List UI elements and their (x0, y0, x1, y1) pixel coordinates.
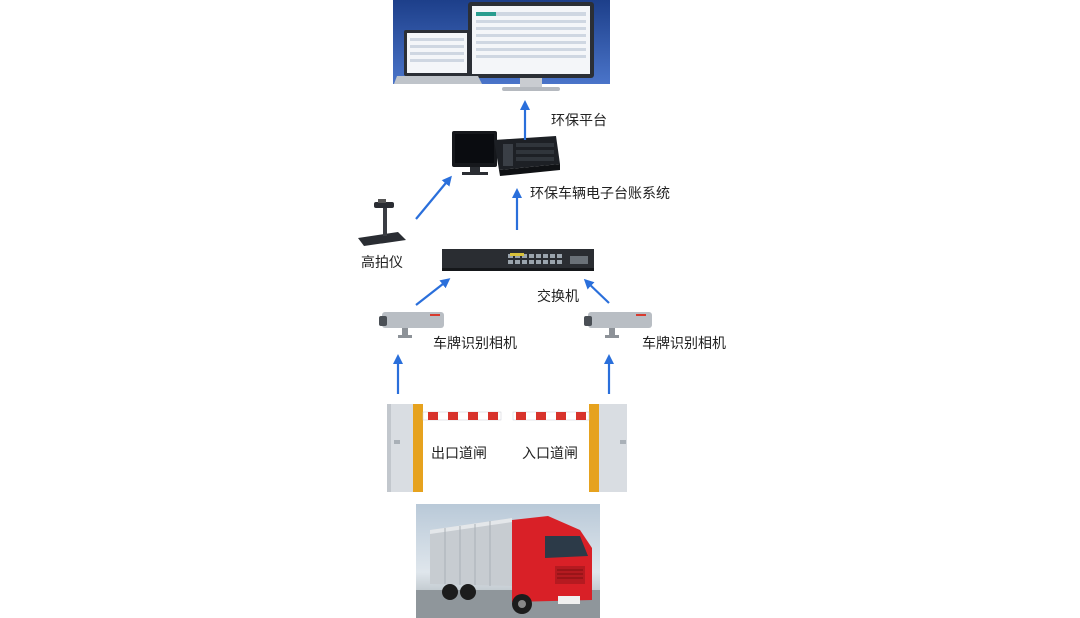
arrow-doccam-to-workstation (415, 175, 452, 220)
arrow-left-camera-to-switch (415, 278, 451, 306)
label-platform: 环保平台 (551, 113, 607, 129)
desktop-laptop-dashboard-icon (393, 0, 610, 91)
label-switch: 交换机 (537, 289, 579, 305)
label-ledger-system: 环保车辆电子台账系统 (530, 186, 670, 202)
label-plate-camera-right: 车牌识别相机 (642, 336, 726, 352)
document-camera-icon (358, 199, 406, 246)
arrow-right-camera-to-switch (583, 278, 610, 304)
truck-photo-icon (416, 504, 600, 618)
label-plate-camera-left: 车牌识别相机 (433, 336, 517, 352)
label-document-camera: 高拍仪 (361, 255, 403, 271)
lpr-camera-icon (584, 312, 652, 338)
label-entry-barrier: 入口道闸 (522, 446, 578, 462)
workstation-server-icon (452, 131, 560, 176)
barrier-gate-icon (512, 404, 627, 492)
label-exit-barrier: 出口道闸 (431, 446, 487, 462)
network-switch-icon (442, 249, 594, 271)
barrier-gate-icon (387, 404, 502, 492)
lpr-camera-icon (379, 312, 444, 338)
connection-arrows (393, 100, 614, 394)
